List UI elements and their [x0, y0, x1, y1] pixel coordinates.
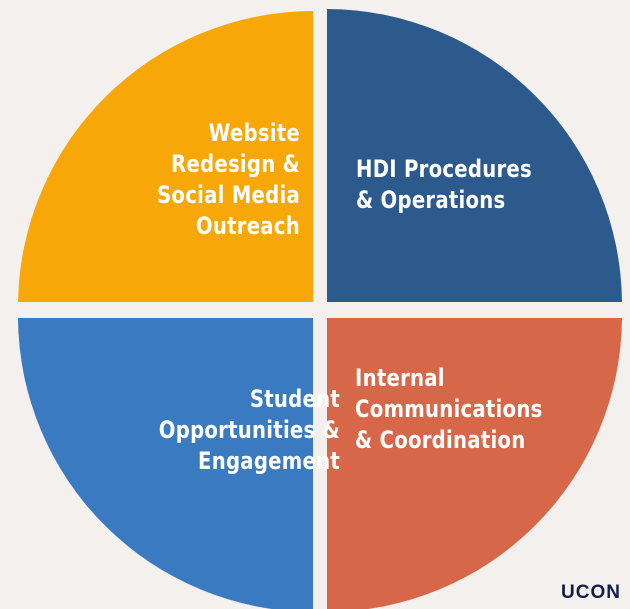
label-line: Redesign &: [171, 150, 300, 178]
label-line: & Operations: [356, 186, 506, 214]
label-line: Website: [208, 119, 300, 147]
label-line: & Coordination: [355, 426, 526, 454]
quadrant-internal-communications: [327, 318, 622, 609]
label-line: HDI Procedures: [356, 155, 532, 183]
label-hdi-procedures: HDI Procedures & Operations: [356, 154, 569, 216]
label-line: Engagement: [198, 447, 340, 475]
label-line: Internal: [355, 364, 445, 392]
label-student-opportunities: Student Opportunities & Engagement: [94, 384, 340, 477]
quadrant-hdi-procedures: [327, 9, 622, 302]
label-website-redesign: Website Redesign & Social Media Outreach: [87, 118, 300, 242]
label-line: Opportunities &: [158, 416, 340, 444]
label-line: Communications: [355, 395, 543, 423]
quadrant-website-redesign: [18, 11, 313, 302]
label-line: Student: [249, 385, 340, 413]
label-line: Social Media: [157, 181, 300, 209]
label-internal-communications: Internal Communications & Coordination: [355, 363, 568, 456]
uconn-logo: UCON: [561, 582, 621, 603]
quadrant-student-opportunities: [18, 318, 313, 609]
label-line: Outreach: [195, 212, 300, 240]
